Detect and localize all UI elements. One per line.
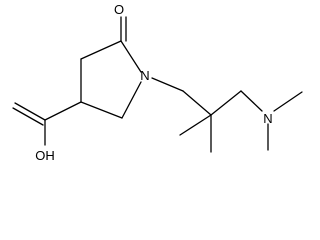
bond-n-methyl-up: [273, 91, 303, 112]
chemical-structure-diagram: O N N OH: [12, 2, 303, 163]
bond-cq-methyl-left: [179, 114, 212, 136]
bond-n1-c5: [120, 40, 142, 73]
bond-c5-c4: [80, 40, 122, 60]
bond-n1-ch2: [151, 77, 184, 92]
oxygen-ketone-label: O: [114, 2, 124, 17]
bond-ch2-cq: [182, 90, 212, 116]
bond-c3-cooh: [44, 101, 82, 121]
bond-c2-n1: [121, 81, 142, 119]
bond-cq-ch2: [210, 90, 242, 116]
bond-c3-c2: [80, 101, 123, 119]
bond-cooh-o-double-b: [12, 107, 44, 126]
bond-cooh-o-double-a: [14, 102, 46, 121]
nitrogen-ring-label: N: [140, 68, 149, 83]
hydroxyl-label: OH: [35, 148, 55, 163]
bond-ch2-n-amine: [240, 90, 263, 112]
nitrogen-amine-label: N: [263, 111, 272, 126]
